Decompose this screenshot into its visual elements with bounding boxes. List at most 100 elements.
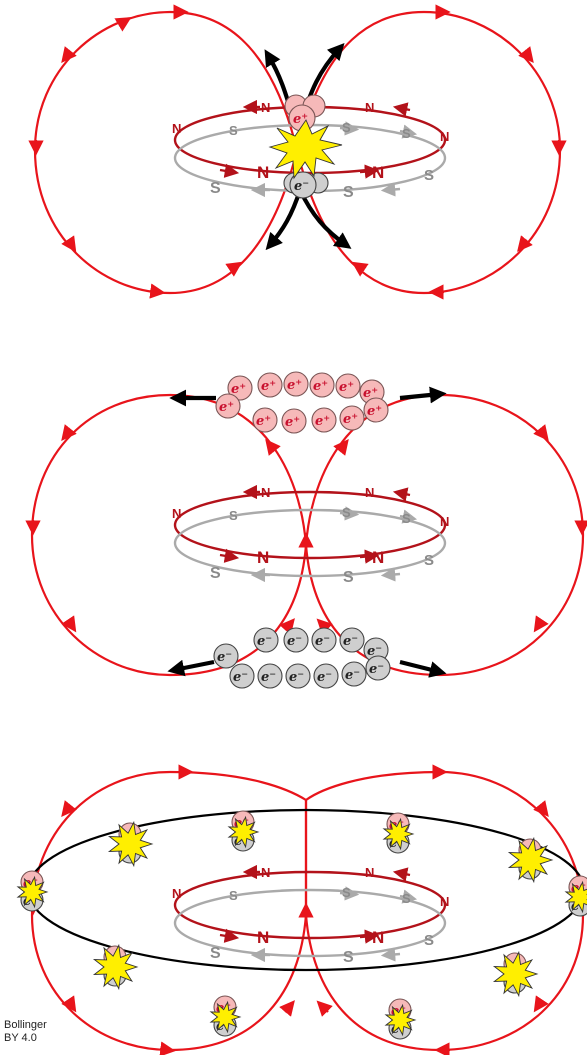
north-label: N <box>261 100 270 115</box>
orbit-pair: e⁺e⁻ <box>386 999 415 1039</box>
positron: e⁺ <box>258 373 282 397</box>
south-label: S <box>402 511 411 526</box>
south-label: S <box>342 505 351 520</box>
credit-license: BY 4.0 <box>4 1032 37 1044</box>
electron: e⁻ <box>286 664 310 688</box>
positron: e⁺ <box>253 408 277 432</box>
orbit-pair: e⁺e⁻ <box>211 996 240 1036</box>
positron: e⁺ <box>312 408 336 432</box>
electron: e⁻ <box>284 628 308 652</box>
electron-label: e⁻ <box>287 634 302 649</box>
electron-label: e⁻ <box>233 670 248 685</box>
orbit-pair: e⁺e⁻ <box>229 811 258 851</box>
positron-label: e⁺ <box>287 378 302 393</box>
north-label: N <box>365 865 374 880</box>
north-label: N <box>365 100 374 115</box>
south-label: S <box>424 552 434 569</box>
annihilation-burst <box>109 822 152 865</box>
positron-label: e⁺ <box>261 379 276 394</box>
electron: e⁻ <box>214 644 238 668</box>
north-label: N <box>257 163 269 182</box>
north-label: N <box>440 514 449 529</box>
electron-label: e⁻ <box>369 662 384 677</box>
north-label: N <box>372 928 384 947</box>
south-label: S <box>343 184 354 201</box>
north-label: N <box>440 894 449 909</box>
north-label: N <box>261 865 270 880</box>
electron-label: e⁻ <box>289 670 304 685</box>
electron: e⁻ <box>340 628 364 652</box>
orbit-pair: e⁺e⁻ <box>18 871 47 911</box>
orbit-pair: e⁺e⁻ <box>109 822 152 865</box>
annihilation-burst <box>494 952 537 995</box>
north-label: N <box>372 163 384 182</box>
electron-label: e⁻ <box>315 634 330 649</box>
south-label: S <box>343 569 354 586</box>
electron-label: e⁻ <box>294 179 309 194</box>
north-label: N <box>257 928 269 947</box>
north-label: N <box>372 548 384 567</box>
field-loop-left <box>32 772 306 1050</box>
electron: e⁻ <box>254 628 278 652</box>
positron-label: e⁺ <box>219 400 234 415</box>
south-label: S <box>210 565 221 582</box>
electron: e⁻ <box>258 664 282 688</box>
south-label: S <box>342 120 351 135</box>
electron: e⁻ <box>342 662 366 686</box>
positron: e⁺ <box>284 372 308 396</box>
electron-label: e⁻ <box>343 634 358 649</box>
positron: e⁺ <box>340 406 364 430</box>
positron-label: e⁺ <box>339 380 354 395</box>
electron: e⁻ <box>366 656 390 680</box>
panel-orbital-pairs: N N N N N N S S S S S S e⁺e⁻ e⁺e⁻ e⁺e⁻ e⁺e⁻… <box>18 772 587 1050</box>
positron: e⁺ <box>310 373 334 397</box>
orbit-pair: e⁺e⁻ <box>509 838 552 881</box>
north-label: N <box>440 129 449 144</box>
field-loop-left <box>35 12 297 293</box>
south-label: S <box>342 885 351 900</box>
electron-cluster: e⁻ <box>284 172 328 198</box>
positron: e⁺ <box>336 374 360 398</box>
orbit-pair: e⁺e⁻ <box>494 952 537 995</box>
electron: e⁻ <box>230 664 254 688</box>
positron-label: e⁺ <box>256 414 271 429</box>
electron-label: e⁻ <box>261 670 276 685</box>
south-label: S <box>210 180 221 197</box>
panel-pair-streams: N N N N N N S S S S S S e⁺ e⁺ e⁺ e⁺ e⁺ e⁺ e⁺ e⁺… <box>32 372 583 688</box>
south-label: S <box>402 126 411 141</box>
positron-label: e⁺ <box>313 379 328 394</box>
electron-label: e⁻ <box>217 650 232 665</box>
north-label: N <box>261 485 270 500</box>
north-label: N <box>172 506 181 521</box>
positron-label: e⁺ <box>315 414 330 429</box>
positron: e⁺ <box>216 394 240 418</box>
south-label: S <box>229 508 238 523</box>
credit-author: Bollinger <box>4 1019 47 1031</box>
orbit-pair: e⁺e⁻ <box>384 813 413 853</box>
south-label: S <box>343 949 354 966</box>
north-label: N <box>172 886 181 901</box>
south-label: S <box>229 888 238 903</box>
positron: e⁺ <box>364 398 388 422</box>
electron-label: e⁻ <box>317 670 332 685</box>
positron: e⁺ <box>282 409 306 433</box>
south-label: S <box>424 932 434 949</box>
north-label: N <box>257 548 269 567</box>
north-label: N <box>365 485 374 500</box>
south-label: S <box>402 891 411 906</box>
south-label: S <box>229 123 238 138</box>
panel-annihilation: N N N N N N S S S S S S e⁺ e⁻ <box>35 12 560 293</box>
orbit-pairs: e⁺e⁻e⁺e⁻e⁺e⁻e⁺e⁻e⁺e⁻e⁺e⁻e⁺e⁻e⁺e⁻e⁺e⁻e⁺e⁻ <box>18 811 587 1039</box>
positron-stream: e⁺e⁺e⁺e⁺e⁺e⁺e⁺e⁺e⁺e⁺e⁺e⁺ <box>216 372 388 433</box>
positron-label: e⁺ <box>285 415 300 430</box>
south-label: S <box>210 945 221 962</box>
electron-label: e⁻ <box>257 634 272 649</box>
south-label: S <box>424 167 434 184</box>
positron-label: e⁺ <box>367 404 382 419</box>
electron: e⁻ <box>312 628 336 652</box>
north-label: N <box>172 121 181 136</box>
positron-label: e⁺ <box>343 412 358 427</box>
annihilation-burst <box>509 838 552 881</box>
electron-stream: e⁻e⁻e⁻e⁻e⁻e⁻e⁻e⁻e⁻e⁻e⁻e⁻ <box>214 628 390 688</box>
